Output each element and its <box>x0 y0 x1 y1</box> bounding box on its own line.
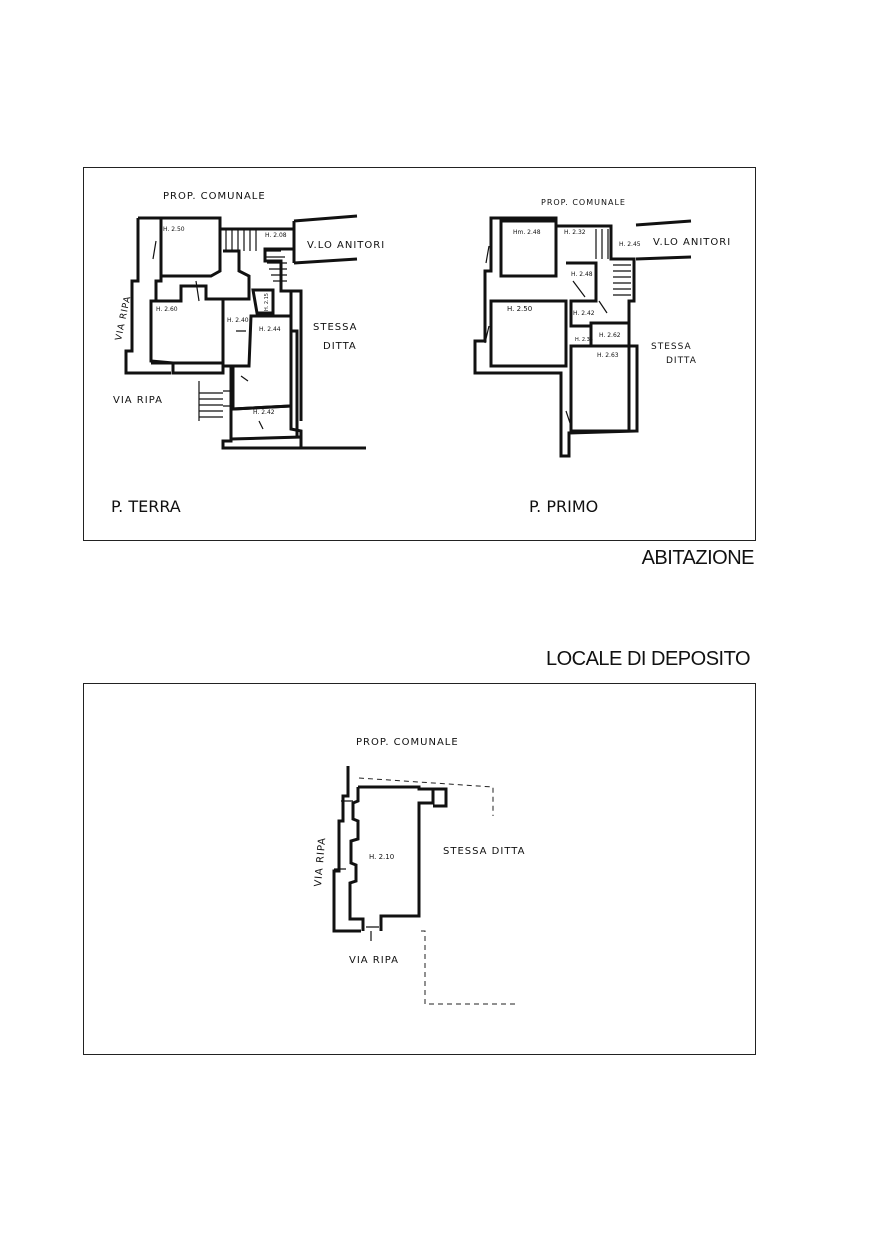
primo-height-label: H. 2.48 <box>571 271 593 278</box>
primo-height-label: H. 2.50 <box>507 305 532 313</box>
piano-terra-plan: PROP. COMUNALE V.LO ANITORI VIA RIPA VIA… <box>111 191 385 516</box>
terra-stessa-ditta-wall <box>223 289 366 450</box>
terra-prop-comunale-label: PROP. COMUNALE <box>163 191 266 202</box>
primo-height-label: Hm. 2.48 <box>513 229 541 236</box>
primo-height-label: H. 2.63 <box>597 352 619 359</box>
primo-floor-label: P. PRIMO <box>529 497 598 516</box>
primo-outer-walls <box>473 216 639 458</box>
primo-vicolo-wall <box>635 219 692 261</box>
primo-height-label: H. 2.32 <box>564 229 586 236</box>
deposito-via-ripa-label: VIA RIPA <box>349 955 399 966</box>
terra-height-label: H. 2.50 <box>163 226 185 233</box>
abitazione-caption: ABITAZIONE <box>641 547 755 569</box>
terra-doors <box>152 240 264 430</box>
deposito-room-walls <box>348 785 448 931</box>
terra-vicolo-label: V.LO ANITORI <box>307 240 385 251</box>
terra-height-label: H. 2.08 <box>265 232 287 239</box>
primo-small-room-262 <box>589 321 631 348</box>
terra-height-label: H. 2.60 <box>156 306 178 313</box>
terra-outer-walls <box>138 216 303 450</box>
terra-via-ripa-label: VIA RIPA <box>113 395 163 406</box>
deposito-doors <box>334 800 379 941</box>
deposito-stessa-ditta-label: STESSA DITTA <box>443 846 525 857</box>
primo-height-label: H. 2.42 <box>573 310 595 317</box>
deposito-prop-comunale-label: PROP. COMUNALE <box>356 737 459 748</box>
primo-corridor <box>566 261 598 328</box>
primo-doors <box>484 245 608 427</box>
terra-vicolo-wall <box>292 214 358 265</box>
deposito-floor-plan: PROP. COMUNALE VIA RIPA VIA RIPA STESSA … <box>313 737 525 1005</box>
terra-floor-label: P. TERRA <box>111 497 181 516</box>
deposito-plan: PROP. COMUNALE VIA RIPA VIA RIPA STESSA … <box>313 737 525 1005</box>
terra-height-label: H. 2.15 <box>264 293 270 311</box>
deposito-outer-wall <box>332 766 361 933</box>
deposito-via-ripa-vertical-label: VIA RIPA <box>313 837 328 888</box>
terra-ditta-label: DITTA <box>323 341 357 352</box>
primo-stairs <box>595 229 631 296</box>
deposito-height-label: H. 2.10 <box>369 853 394 861</box>
primo-room-248 <box>499 219 558 278</box>
primo-room-250 <box>489 299 568 368</box>
primo-height-label: H. 2.36 <box>575 337 593 343</box>
terra-room-2-60 <box>151 284 225 365</box>
terra-corridor <box>223 249 251 301</box>
deposito-plan-frame: PROP. COMUNALE VIA RIPA VIA RIPA STESSA … <box>83 683 756 1055</box>
deposito-caption: LOCALE DI DEPOSITO <box>545 648 751 670</box>
primo-height-label: H. 2.62 <box>599 332 621 339</box>
terra-height-label: H. 2.42 <box>253 409 275 416</box>
terra-height-label: H. 2.40 <box>227 317 249 324</box>
terra-left-street-wall <box>124 218 171 375</box>
terra-north-party-wall <box>161 216 222 278</box>
primo-height-label: H. 2.45 <box>619 241 641 248</box>
terra-small-room-2-15 <box>251 288 275 315</box>
primo-stessa-label: STESSA <box>651 342 692 352</box>
primo-prop-comunale-label: PROP. COMUNALE <box>541 198 626 207</box>
terra-height-label: H. 2.44 <box>259 326 281 333</box>
terra-room-2-42 <box>230 404 303 441</box>
piano-primo-plan: PROP. COMUNALE V.LO ANITORI STESSA DITTA… <box>473 198 731 516</box>
abitazione-plan-frame: PROP. COMUNALE V.LO ANITORI VIA RIPA VIA… <box>83 167 756 541</box>
deposito-stessa-ditta-boundary <box>358 777 516 1005</box>
terra-stairs-bottom <box>198 381 223 421</box>
terra-stairs-top <box>219 229 287 282</box>
abitazione-floor-plans: PROP. COMUNALE V.LO ANITORI VIA RIPA VIA… <box>111 191 731 516</box>
primo-ditta-label: DITTA <box>666 356 697 366</box>
terra-stessa-label: STESSA <box>313 322 358 333</box>
primo-vicolo-label: V.LO ANITORI <box>653 237 731 248</box>
